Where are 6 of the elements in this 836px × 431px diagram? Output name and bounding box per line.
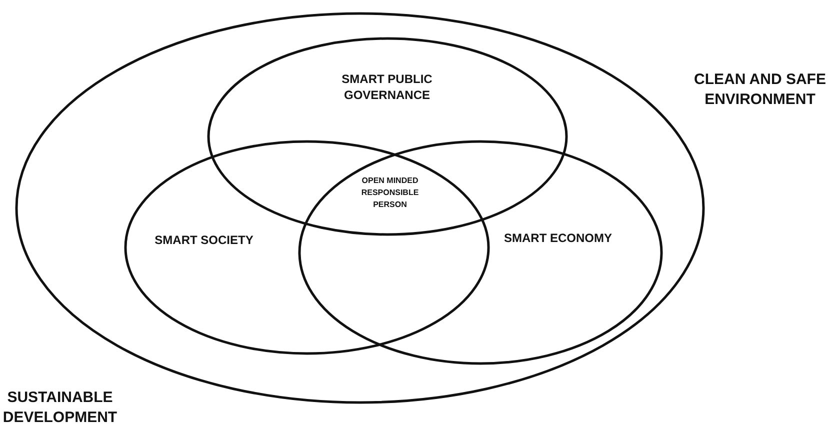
center-label: OPEN MINDED RESPONSIBLE PERSON [360, 175, 420, 211]
ellipse-label: SMART SOCIETY [154, 232, 254, 248]
heading-label: SUSTAINABLE DEVELOPMENT [2, 388, 118, 428]
heading-label: CLEAN AND SAFE ENVIRONMENT [693, 70, 827, 110]
ellipse-label: SMART PUBLIC GOVERNANCE [340, 71, 434, 103]
ellipse-label: SMART ECONOMY [503, 230, 613, 246]
